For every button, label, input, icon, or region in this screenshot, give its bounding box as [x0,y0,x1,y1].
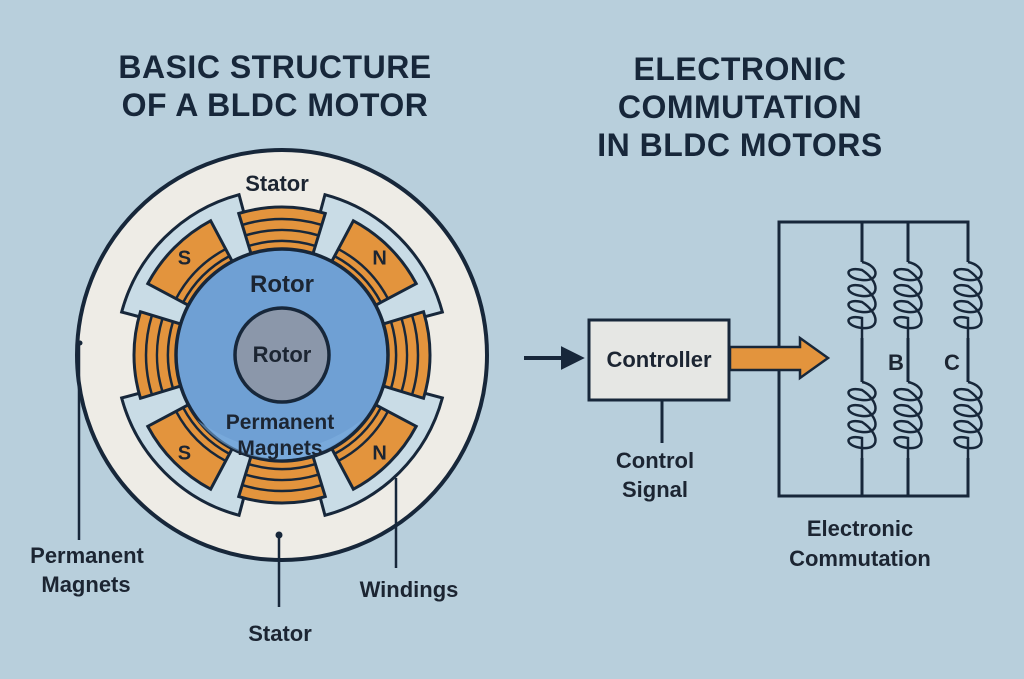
winding-turn [241,483,323,493]
phase-coils [847,260,983,458]
magnet-pole-letter: S [178,443,191,465]
winding-turn [144,314,154,396]
callouts: Permanent Magnets Windings Stator [30,340,459,646]
right-title-line-2: COMMUTATION [617,89,863,125]
commutation-caption-line-2: Commutation [789,546,931,571]
commutation-diagram: Controller Control Signal B C Electronic… [524,220,983,571]
circuit-frame [777,220,970,498]
coil-lower-2 [953,380,983,458]
magnets-inner-label-line-1: Permanent [226,411,335,434]
commutation-caption-line-1: Electronic [807,516,913,541]
right-title-line-3: IN BLDC MOTORS [597,127,883,163]
control-signal-label-line-2: Signal [622,477,688,502]
coil-upper-0 [847,260,877,338]
coil-winding [847,380,877,458]
stator-bottom-callout: Stator [248,621,312,646]
bldc-motor: S N S N Stator Rotor Rotor Permanent Magnet… [75,148,489,562]
stator-windings [132,205,432,505]
permanent-magnets-leader-dot [77,340,83,346]
coil-lower-0 [847,380,877,458]
coil-upper-1 [893,260,923,338]
winding-turn [248,462,316,471]
coil-gap [965,262,971,338]
winding-turn [389,321,398,389]
magnet-band [337,410,390,463]
magnet-band [333,406,382,455]
controller-box [587,318,731,402]
coil-gap [905,382,911,458]
magnets-inner-label-line-2: Magnets [237,437,322,460]
windings-callout: Windings [360,577,459,602]
winding-coil [377,309,432,401]
magnet-band [333,255,382,304]
coil-winding [893,380,923,458]
coil-upper-2 [953,260,983,338]
left-title-line-1: BASIC STRUCTURE [118,49,432,85]
coil-gap [965,382,971,458]
magnet-pole-letter: N [372,247,386,269]
winding-turn [155,318,164,392]
coil-gap [905,262,911,338]
left-title-line-2: OF A BLDC MOTOR [121,87,429,123]
coil-winding [893,260,923,338]
winding-turn [400,318,409,392]
right-title-line-1: ELECTRONIC [633,51,847,87]
magnet-band [182,255,231,304]
magnet-bottom-right: N [328,401,419,492]
magnet-band [337,247,390,300]
magnet-band [174,247,227,300]
coil-winding [953,260,983,338]
winding-turn [245,228,319,237]
magnet-pole-letter: S [178,247,191,269]
winding-turn [166,321,175,389]
rotor-magnet-region [197,420,362,460]
permanent-magnets-callout-line-2: Magnets [41,572,130,597]
left-title: BASIC STRUCTURE OF A BLDC MOTOR [60,48,490,124]
winding-turn [241,217,323,227]
permanent-magnets-callout-line-1: Permanent [30,543,144,568]
winding-turn [410,314,420,396]
coil-winding [847,260,877,338]
phase-label-c: C [944,350,960,375]
winding-coil [132,309,187,401]
right-title: ELECTRONIC COMMUTATION IN BLDC MOTORS [540,50,940,164]
rotor-label: Rotor [250,271,314,298]
coil-gap [859,262,865,338]
coil-lower-1 [893,380,923,458]
magnet-pole-letter: N [372,443,386,465]
stator-bottom-leader-dot [275,531,283,539]
winding-turn [245,473,319,482]
stator-top-label: Stator [245,171,309,196]
output-arrow [728,335,831,381]
magnet-band [182,406,231,455]
coil-winding [953,380,983,458]
winding-turn [248,239,316,248]
magnet-band [174,410,227,463]
coil-gap [859,382,865,458]
control-signal-label-line-1: Control [616,448,694,473]
rotor-core-label: Rotor [253,342,312,367]
controller-label: Controller [606,347,712,372]
phase-label-b: B [888,350,904,375]
rotor-core [233,306,331,404]
winding-coil [236,450,328,505]
